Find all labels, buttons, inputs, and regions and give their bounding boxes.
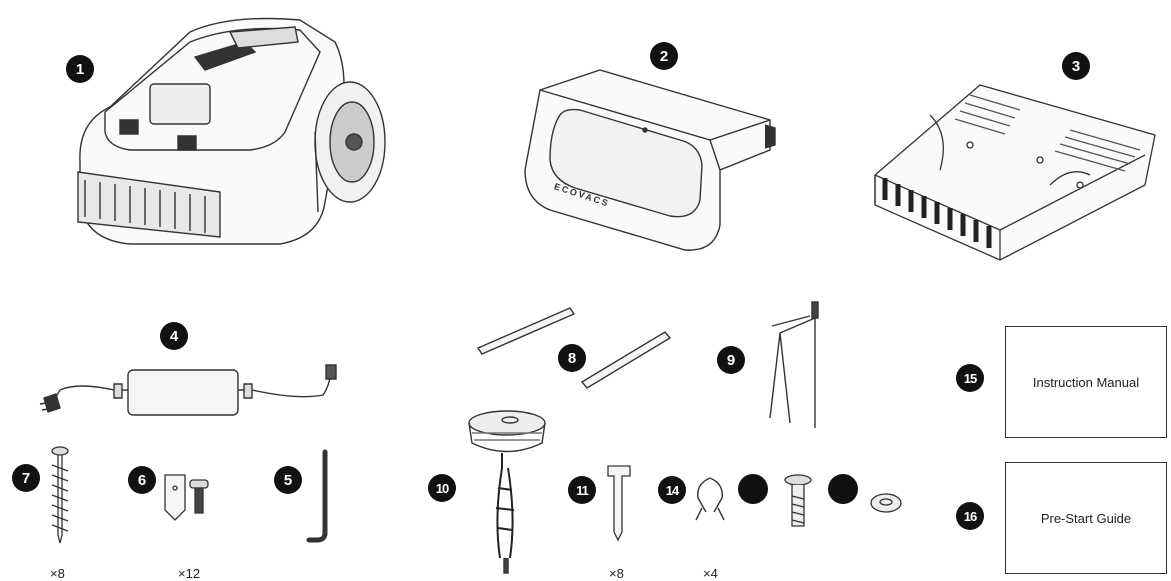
bracket-and-screw-illustration	[160, 470, 220, 530]
quantity-label: ×12	[178, 566, 201, 581]
item-number-badge: 9	[717, 346, 745, 374]
pre-start-guide-label: Pre-Start Guide	[1040, 510, 1132, 526]
pre-start-guide-box: Pre-Start Guide	[1005, 462, 1167, 574]
item-number-badge: 1	[66, 55, 94, 83]
quantity-label: ×4	[703, 566, 718, 581]
instruction-manual-box: Instruction Manual	[1005, 326, 1167, 438]
item-number-badge: 10	[428, 474, 456, 502]
item-number-badge: 16	[956, 502, 984, 530]
item-number-badge: 14	[658, 476, 686, 504]
item-number-badge: 2	[650, 42, 678, 70]
item-number-badge: 5	[274, 466, 302, 494]
screw-illustration	[48, 445, 72, 545]
rubber-cap-icon	[738, 474, 768, 504]
rubber-cap-icon	[828, 474, 858, 504]
quantity-label: ×8	[609, 566, 624, 581]
item-number-badge: 8	[558, 344, 586, 372]
washer-illustration	[868, 490, 904, 516]
item-number-badge: 11	[568, 476, 596, 504]
charging-station-illustration	[520, 60, 785, 255]
lawn-peg-illustration	[604, 462, 634, 542]
hex-key-illustration	[305, 448, 335, 543]
robotic-mower-illustration	[70, 12, 400, 252]
quantity-label: ×8	[50, 566, 65, 581]
rtk-antenna-illustration	[462, 408, 552, 580]
item-number-badge: 4	[160, 322, 188, 350]
extension-rods-illustration	[470, 300, 680, 395]
clip-illustration	[692, 474, 728, 524]
antenna-mount-illustration	[760, 298, 830, 433]
instruction-manual-label: Instruction Manual	[1032, 374, 1140, 390]
item-number-badge: 7	[12, 464, 40, 492]
base-plate-illustration	[870, 75, 1160, 265]
item-number-badge: 6	[128, 466, 156, 494]
bolt-illustration	[782, 474, 814, 534]
item-number-badge: 3	[1062, 52, 1090, 80]
item-number-badge: 15	[956, 364, 984, 392]
power-adapter-illustration	[38, 360, 358, 435]
